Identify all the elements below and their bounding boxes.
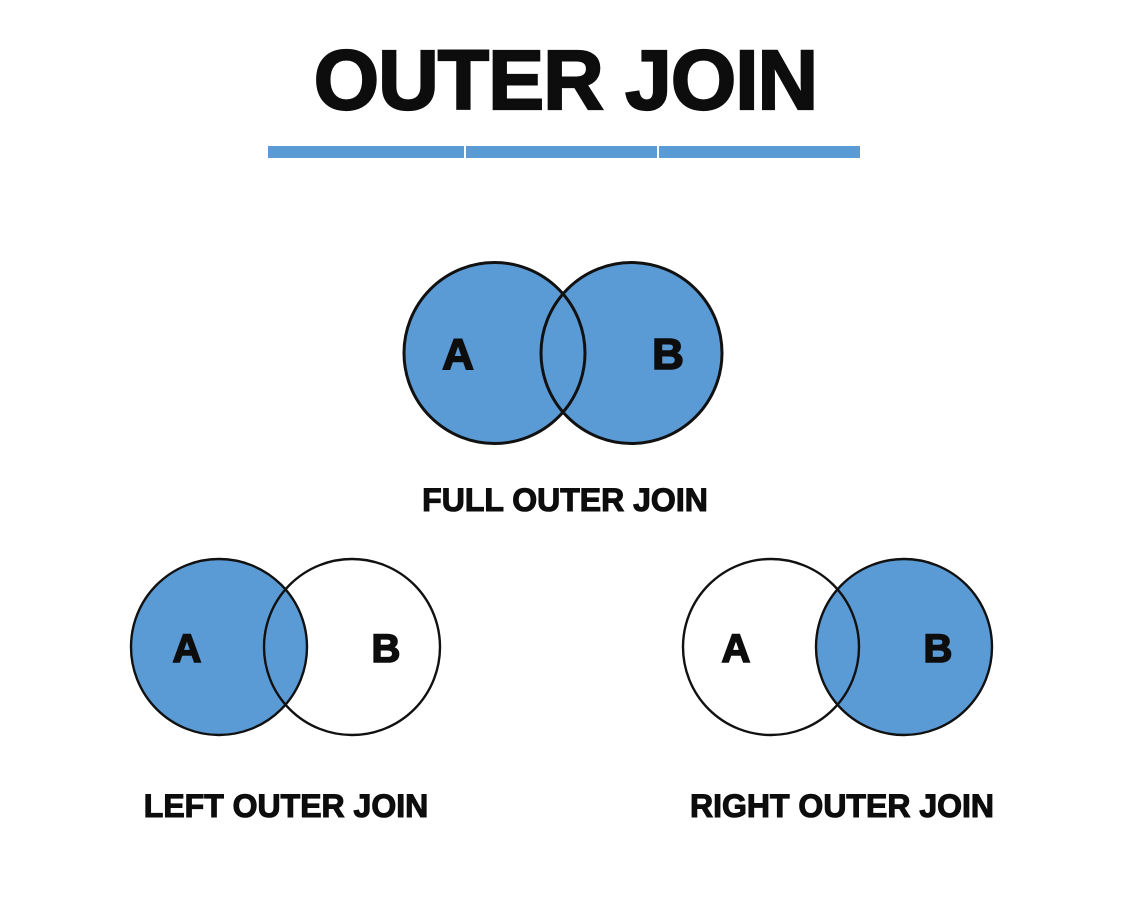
circle-b-outline — [814, 557, 994, 737]
circle-b-outline — [262, 557, 442, 737]
venn-diagram-left-outer-join: A B — [118, 546, 454, 748]
title-underline-segment-1 — [268, 146, 464, 158]
circle-b-fill — [816, 559, 992, 735]
circle-a-outline — [402, 261, 587, 445]
caption-right-outer-join: RIGHT OUTER JOIN — [689, 787, 994, 824]
circle-a-outline — [681, 557, 861, 737]
circle-a-fill — [683, 559, 859, 735]
circle-a-label: A — [442, 330, 474, 379]
circle-b-label: B — [652, 330, 684, 379]
circle-a-label: A — [173, 627, 202, 671]
caption-left-outer-join: LEFT OUTER JOIN — [143, 787, 429, 824]
venn-svg-right: A B — [681, 557, 994, 737]
venn-diagram-right-outer-join: A B — [670, 546, 1006, 748]
circle-a-label: A — [722, 627, 751, 671]
venn-svg-left: A B — [129, 557, 442, 737]
circle-b-outline — [539, 261, 724, 445]
venn-svg-full: A B — [402, 261, 724, 445]
page-title: OUTER JOIN — [313, 33, 820, 127]
caption-full-outer-join: FULL OUTER JOIN — [422, 481, 709, 518]
circle-b-label: B — [924, 627, 953, 671]
circle-b-label: B — [372, 627, 401, 671]
circle-a-fill — [404, 262, 585, 444]
circle-a-fill — [131, 559, 307, 735]
title-underline-segment-2 — [466, 146, 657, 158]
venn-diagram-full-outer-join: A B — [390, 248, 740, 458]
title-block: OUTER JOIN — [0, 33, 1131, 127]
circle-b-fill — [541, 262, 722, 444]
title-underline — [268, 146, 860, 158]
circle-a-outline — [129, 557, 309, 737]
circle-b-fill — [264, 559, 440, 735]
title-underline-segment-3 — [659, 146, 860, 158]
